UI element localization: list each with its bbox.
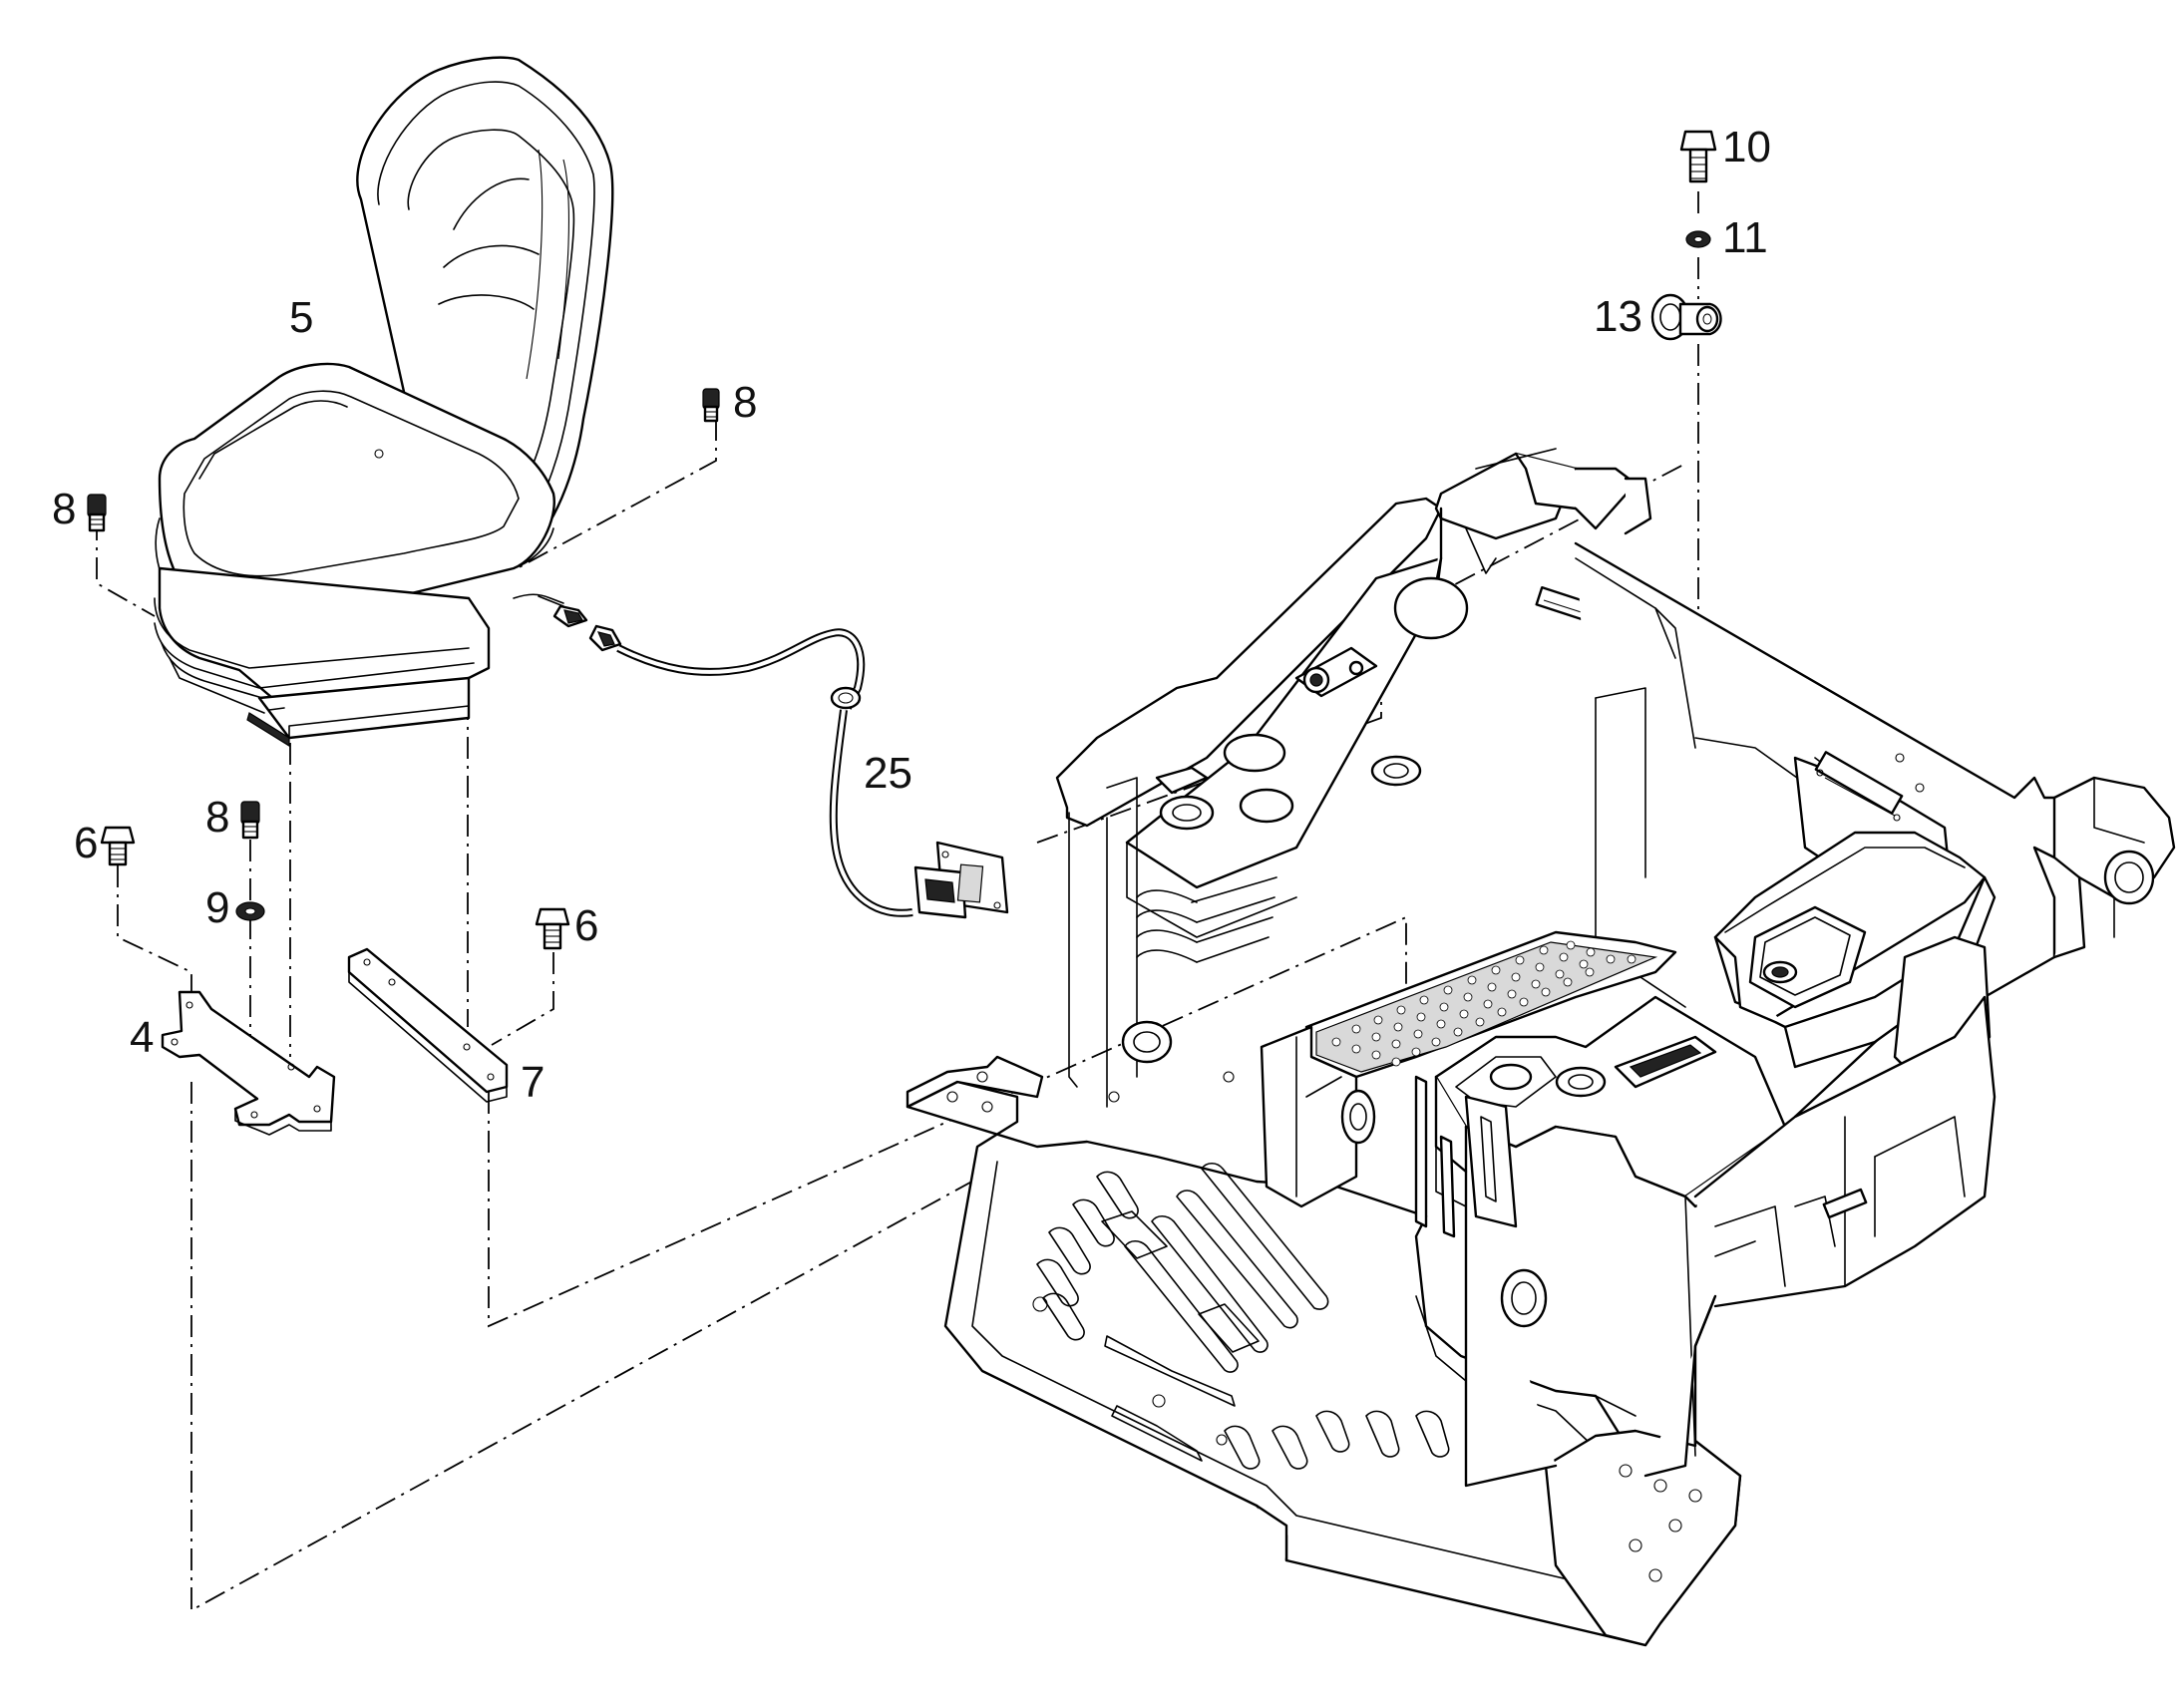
callout-bracket-right: 7 (521, 1058, 545, 1107)
callout-screw-top-right: 8 (733, 378, 757, 427)
grommet (1650, 293, 1722, 341)
callout-bolt-right: 6 (574, 901, 598, 950)
mounting-bracket-left (161, 990, 336, 1136)
callout-washer-top: 11 (1722, 213, 1768, 262)
callout-washer: 9 (205, 883, 229, 932)
callout-screw-left: 8 (52, 485, 76, 533)
callout-labels: 5 8 8 8 6 9 6 4 7 25 10 11 13 (52, 123, 1771, 1107)
cable-harness (538, 595, 1009, 919)
hex-bolt-right (535, 907, 570, 950)
callout-bracket-left: 4 (130, 1013, 154, 1062)
socket-screw-left (87, 494, 107, 532)
socket-screw-top-right (702, 388, 720, 423)
floor-slots (1036, 1162, 1500, 1470)
hex-bolt-left (100, 826, 136, 866)
mounting-bracket-right (347, 947, 509, 1103)
callout-bolt-top: 10 (1722, 123, 1771, 171)
washer (235, 901, 265, 921)
callout-screw-mid: 8 (205, 793, 229, 842)
callout-harness: 25 (864, 749, 912, 798)
operator-seat (154, 56, 614, 748)
hex-bolt-top (1679, 130, 1717, 183)
callout-bolt-left: 6 (74, 819, 98, 867)
socket-screw-mid (240, 801, 260, 840)
operator-platform-frame (906, 448, 2176, 1647)
callout-seat: 5 (289, 293, 313, 342)
washer-top (1685, 230, 1711, 248)
callout-grommet: 13 (1594, 292, 1642, 341)
perforated-step (1304, 930, 1677, 1079)
